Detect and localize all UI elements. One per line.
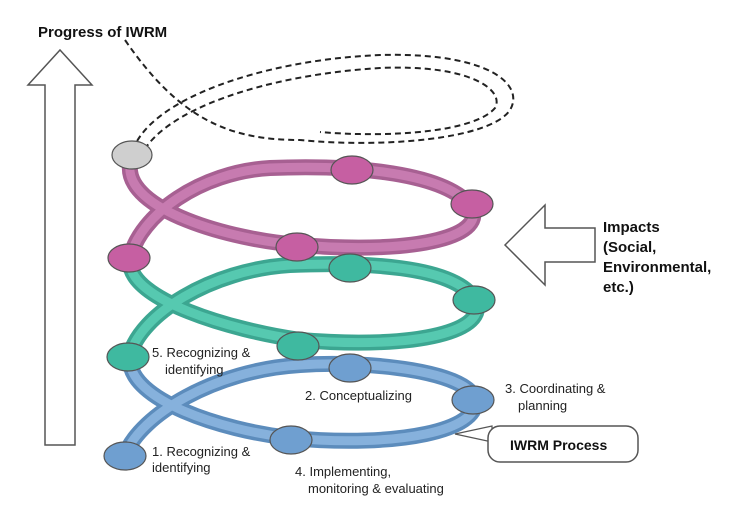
- node-pink-right: [450, 189, 494, 219]
- node-teal-left: [106, 342, 150, 372]
- process-callout: [454, 425, 639, 463]
- step-5-line-2: identifying: [165, 362, 224, 377]
- step-4-line-1: 4. Implementing,: [295, 464, 391, 479]
- node-gray: [111, 140, 153, 170]
- impacts-label-1: Impacts: [603, 219, 660, 236]
- impacts-label-4: etc.): [603, 279, 634, 296]
- node-blue-left: [103, 441, 147, 471]
- node-blue-top: [328, 353, 372, 383]
- step-4-line-2: monitoring & evaluating: [308, 481, 444, 496]
- step-1-line-2: identifying: [152, 460, 211, 475]
- process-label: IWRM Process: [510, 437, 607, 453]
- node-pink-left: [107, 243, 151, 273]
- impacts-label-3: Environmental,: [603, 259, 711, 276]
- diagram-title: Progress of IWRM: [38, 24, 167, 41]
- step-1-line-1: 1. Recognizing &: [152, 444, 251, 459]
- step-3-line-2: planning: [518, 398, 567, 413]
- spiral-nodes: [103, 140, 496, 471]
- impacts-arrow: [503, 203, 596, 287]
- node-teal-right: [452, 285, 496, 315]
- impacts-label-2: (Social,: [603, 239, 656, 256]
- node-teal-bottom: [276, 331, 320, 361]
- step-2-line-1: 2. Conceptualizing: [305, 388, 412, 403]
- future-loop-dashed: [124, 39, 515, 159]
- node-teal-top: [328, 253, 372, 283]
- node-pink-bottom: [275, 232, 319, 262]
- node-pink-top: [330, 155, 374, 185]
- node-blue-right: [451, 385, 495, 415]
- progress-arrow: [26, 48, 94, 446]
- node-blue-bottom: [269, 425, 313, 455]
- step-5-line-1: 5. Recognizing &: [152, 345, 251, 360]
- step-3-line-1: 3. Coordinating &: [505, 381, 606, 396]
